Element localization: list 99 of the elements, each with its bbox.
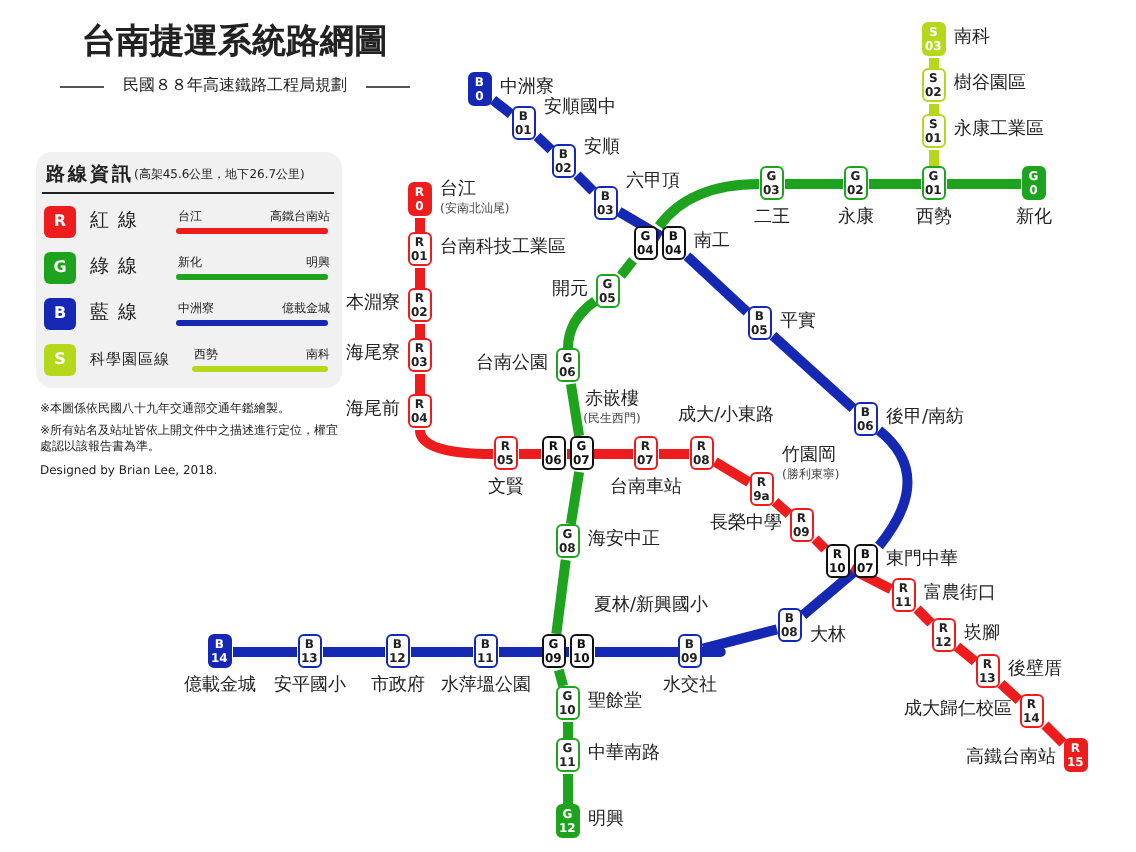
- route-line: [947, 179, 1021, 189]
- station-name: 六甲頂: [626, 172, 680, 194]
- route-line: [869, 179, 921, 189]
- station-name: 台南車站: [610, 478, 682, 500]
- route-line: [554, 668, 568, 688]
- route-line: [533, 132, 555, 154]
- route-line: [659, 449, 689, 459]
- station-name: 崁腳: [964, 624, 1000, 646]
- station-name: 中洲寮: [500, 78, 554, 98]
- station-name: 海安中正: [588, 530, 660, 552]
- route-line: [563, 774, 573, 804]
- line-badge: B: [44, 298, 76, 330]
- station-name: 南科: [954, 28, 990, 50]
- route-line: [323, 647, 385, 657]
- route-line: [415, 374, 425, 394]
- station-name: 後甲/南紡: [886, 408, 965, 430]
- station-name: 明興: [588, 810, 624, 832]
- station-name: 水交社: [663, 676, 717, 698]
- route-line: [415, 429, 494, 459]
- line-badge: G: [44, 252, 76, 284]
- legend-label: 綠線: [90, 256, 146, 280]
- route-line: [929, 150, 939, 166]
- station-name: 竹園岡: [782, 446, 836, 468]
- route-line: [683, 252, 751, 316]
- station-name: 富農街口: [924, 584, 996, 606]
- station-name: 中華南路: [588, 744, 660, 766]
- station-name: 億載金城: [184, 676, 256, 698]
- station-name: 台南公園: [476, 354, 548, 376]
- route-line: [997, 680, 1023, 704]
- route-line: [769, 332, 857, 412]
- route-line: [563, 722, 573, 738]
- route-line: [929, 58, 939, 68]
- route-line: [573, 171, 597, 195]
- station-name: 聖餘堂: [588, 692, 642, 714]
- route-line: [712, 457, 752, 487]
- station-name: 夏林/新興國小: [594, 596, 709, 618]
- route-line: [771, 498, 793, 518]
- route-line: [875, 426, 913, 550]
- route-line: [785, 179, 843, 189]
- station-name: 本淵寮: [346, 294, 400, 316]
- station-name: 台江: [440, 180, 476, 202]
- route-line: [1041, 721, 1067, 747]
- legend-label: 藍線: [90, 302, 146, 326]
- route-line: [415, 324, 425, 338]
- station-name: 文賢: [488, 478, 524, 500]
- route-line: [929, 104, 939, 114]
- route-line: [519, 449, 541, 459]
- station-name: 南工: [694, 232, 730, 254]
- station-name: 西勢: [916, 208, 952, 230]
- route-line: [565, 471, 585, 525]
- station-name: 大林: [810, 626, 846, 648]
- route-line: [953, 642, 979, 666]
- route-line: [233, 647, 297, 657]
- route-line: [551, 559, 571, 635]
- route-line: [617, 257, 637, 279]
- route-line: [616, 207, 664, 241]
- station-name: 安平國小: [274, 676, 346, 698]
- station-name: 永康工業區: [954, 120, 1044, 142]
- station-name: 新化: [1016, 208, 1052, 230]
- route-line: [415, 268, 425, 288]
- station-name: 赤嵌樓: [585, 390, 639, 412]
- station-name: 永康: [838, 208, 874, 230]
- station-name: 水萍塭公園: [441, 676, 531, 698]
- station-name: 成大/小東路: [677, 406, 775, 428]
- station-name: 海尾前: [346, 400, 400, 422]
- legend-heading: 路線資訊: [46, 164, 134, 188]
- route-line: [411, 647, 473, 657]
- route-line: [811, 535, 829, 553]
- route-line: [563, 297, 598, 349]
- route-line: [499, 647, 569, 657]
- map-title: 台南捷運系統路網圖: [80, 20, 390, 64]
- route-line: [565, 383, 585, 437]
- route-line: [595, 647, 721, 657]
- route-line: [567, 449, 633, 459]
- station-name: 成大歸仁校區: [904, 700, 1012, 722]
- legend-label: 紅線: [90, 210, 146, 234]
- route-line: [799, 569, 857, 619]
- route-line: [489, 96, 515, 118]
- station-name: 安順: [584, 138, 620, 160]
- route-line: [913, 605, 935, 627]
- station-name: 海尾寮: [346, 344, 400, 366]
- line-badge: S: [44, 344, 76, 376]
- station-name: 開元: [552, 280, 588, 302]
- route-line: [415, 218, 425, 232]
- station-name: 高鐵台南站: [966, 748, 1056, 770]
- station-name: 東門中華: [886, 550, 958, 572]
- station-name: 平實: [780, 312, 816, 334]
- station-name: 台南科技工業區: [440, 238, 566, 260]
- line-badge: R: [44, 206, 76, 238]
- station-name: 二王: [754, 208, 790, 230]
- subtitle: 民國８８年高速鐵路工程局規劃: [121, 76, 349, 96]
- station-name: 安順國中: [544, 98, 616, 120]
- station-name: 後壁厝: [1008, 660, 1062, 682]
- route-line: [701, 624, 779, 654]
- station-name: 樹谷園區: [954, 74, 1026, 96]
- route-line: [848, 564, 894, 594]
- station-name: 市政府: [371, 676, 425, 698]
- route-line: [655, 179, 760, 230]
- station-name: 長榮中學: [710, 514, 782, 536]
